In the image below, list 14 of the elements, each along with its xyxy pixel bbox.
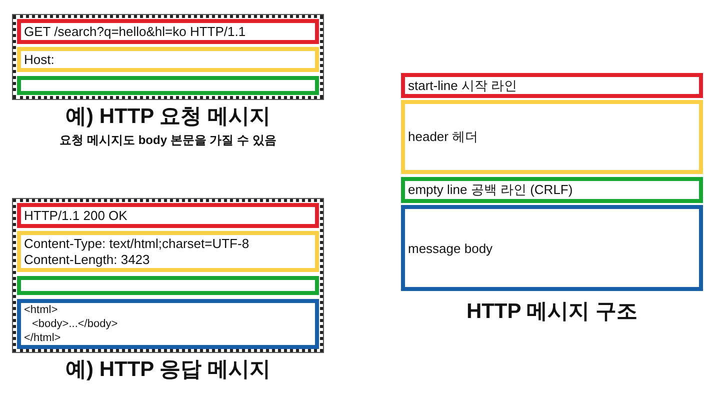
frame-label: 예) HTTP 요청 메시지 <box>64 104 272 130</box>
header-box <box>17 231 319 272</box>
frame-label: 예) HTTP 응답 메시지 <box>64 357 272 383</box>
caption: HTTP 메시지 구조 <box>465 299 639 325</box>
text-line: Content-Length: 3423 <box>24 252 151 268</box>
text-line: <html> <box>24 303 59 317</box>
header-box: header 헤더 <box>401 100 703 174</box>
body-box <box>17 299 319 349</box>
header-box: Host: <box>17 47 319 72</box>
subcaption: 요청 메시지도 body 본문을 가질 수 있음 <box>58 133 278 148</box>
text-line: </html> <box>24 331 62 345</box>
body-box: message body <box>401 205 703 291</box>
text-line: Content-Type: text/html;charset=UTF-8 <box>24 236 250 252</box>
text-line: <body>...</body> <box>31 317 119 331</box>
